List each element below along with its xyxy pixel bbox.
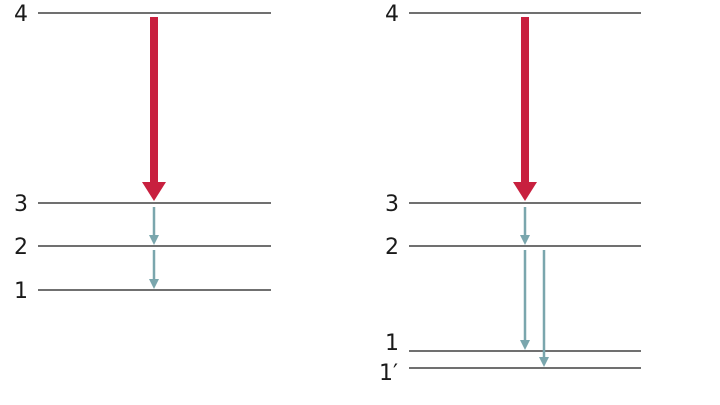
left-transition-2-1-arrow [149, 250, 159, 289]
left-level-3-label: 3 [14, 192, 28, 217]
right-transition-3-2-arrow [520, 207, 530, 245]
left-level-2-label: 2 [14, 235, 28, 260]
right-level-1-label: 1 [385, 331, 399, 356]
left-level-4-label: 4 [14, 2, 28, 27]
left-transition-4-3-arrow [142, 17, 166, 201]
left-level-1-label: 1 [14, 279, 28, 304]
right-transition-4-3-arrow [513, 17, 537, 201]
right-transition-2-1prime-arrow [539, 250, 549, 367]
right-level-3-label: 3 [385, 192, 399, 217]
right-diagram: 4 3 2 1 1′ [379, 2, 641, 386]
right-level-4-label: 4 [385, 2, 399, 27]
right-level-2-label: 2 [385, 235, 399, 260]
left-diagram: 4 3 2 1 [14, 2, 271, 304]
left-transition-3-2-arrow [149, 207, 159, 245]
right-level-1prime-label: 1′ [379, 361, 398, 386]
right-transition-2-1-arrow [520, 250, 530, 350]
